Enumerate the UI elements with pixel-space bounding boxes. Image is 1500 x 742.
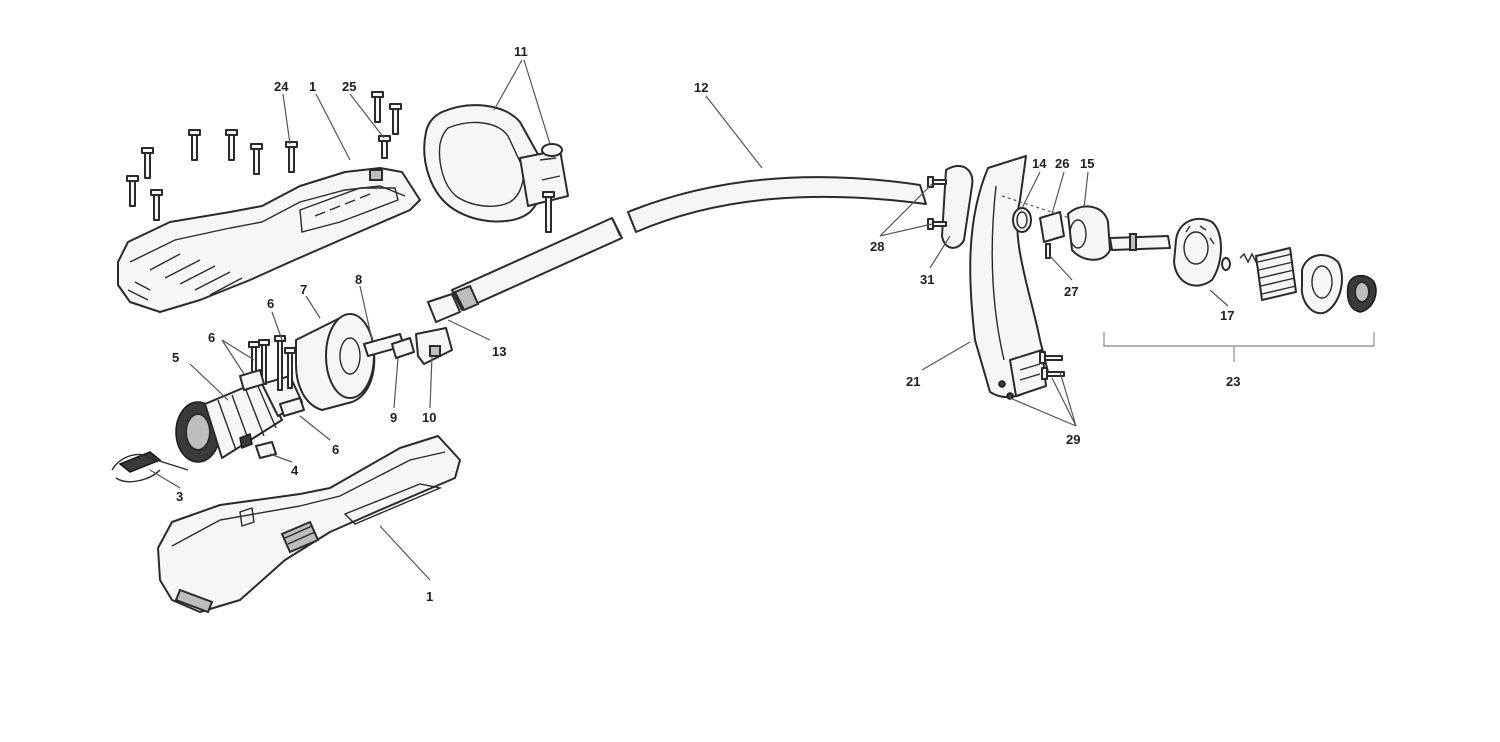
guard-assembly [927, 155, 1377, 400]
callout-15: 15 [1080, 156, 1094, 171]
callout-29: 29 [1066, 432, 1080, 447]
shaft-assembly [427, 176, 927, 323]
callout-5: 5 [172, 350, 179, 365]
callout-17: 17 [1220, 308, 1234, 323]
callout-23: 23 [1226, 374, 1240, 389]
callout-31: 31 [920, 272, 934, 287]
callout-6-c: 6 [332, 442, 339, 457]
callout-13: 13 [492, 344, 506, 359]
housing-half-lower [157, 435, 461, 614]
callout-6-a: 6 [267, 296, 274, 311]
callout-1-bottom: 1 [426, 589, 433, 604]
callout-10: 10 [422, 410, 436, 425]
callout-1-top: 1 [309, 79, 316, 94]
callout-4: 4 [291, 463, 299, 478]
callout-6-b: 6 [208, 330, 215, 345]
callout-14: 14 [1032, 156, 1047, 171]
housing-screws [126, 91, 402, 221]
callout-7: 7 [300, 282, 307, 297]
kit-bracket [1103, 332, 1375, 362]
callout-25: 25 [342, 79, 356, 94]
callout-26: 26 [1055, 156, 1069, 171]
callout-8: 8 [355, 272, 362, 287]
housing-half-upper [117, 167, 421, 313]
callout-27: 27 [1064, 284, 1078, 299]
callout-9: 9 [390, 410, 397, 425]
callout-21: 21 [906, 374, 920, 389]
callout-11: 11 [514, 44, 528, 59]
callout-28: 28 [870, 239, 884, 254]
auxiliary-handle [423, 104, 569, 233]
callout-labels: 24 1 25 11 12 8 7 6 6 5 13 9 10 6 4 3 1 … [172, 44, 1240, 604]
motor-assembly [111, 313, 453, 483]
callout-24: 24 [274, 79, 289, 94]
callout-3: 3 [176, 489, 183, 504]
leader-lines [149, 59, 1229, 581]
callout-12: 12 [694, 80, 708, 95]
